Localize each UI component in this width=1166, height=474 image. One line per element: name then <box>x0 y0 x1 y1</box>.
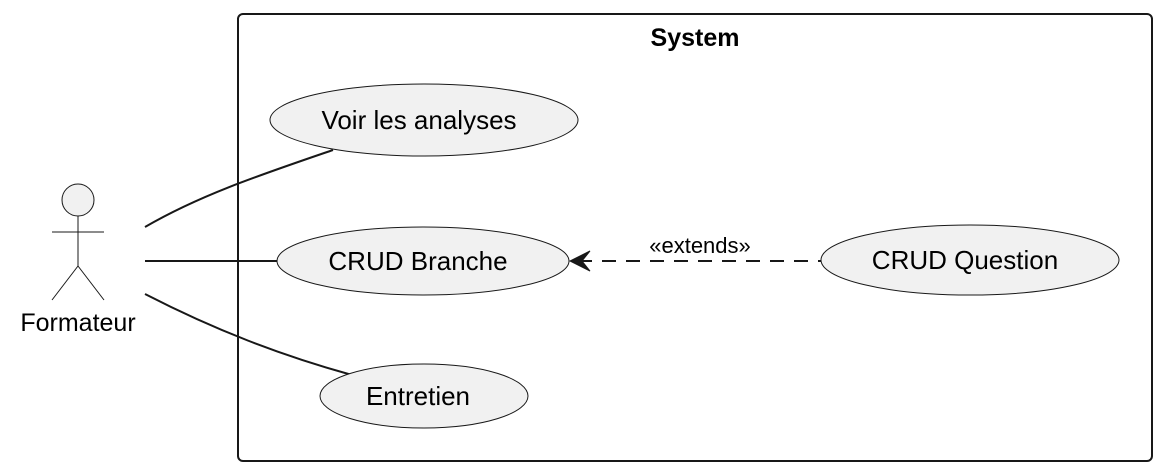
association-entretien <box>144 293 353 376</box>
actor-right-leg <box>77 265 105 301</box>
use-case-entretien: Entretien <box>319 363 529 429</box>
use-case-crud-question: CRUD Question <box>820 224 1120 296</box>
boundary-title: System <box>651 24 740 52</box>
association-voir <box>144 149 334 228</box>
use-case-voir-les-analyses: Voir les analyses <box>269 83 579 157</box>
actor-head <box>61 183 95 217</box>
use-case-label: Entretien <box>366 381 470 411</box>
actor-label: Formateur <box>20 309 135 337</box>
use-case-ellipse <box>319 363 529 429</box>
use-case-crud-branche: CRUD Branche <box>276 226 570 296</box>
extends-arrowhead <box>568 250 591 272</box>
actor-formateur: Formateur <box>20 183 136 337</box>
use-case-ellipse <box>820 224 1120 296</box>
use-case-label: CRUD Branche <box>328 246 507 276</box>
actor-left-leg <box>51 265 79 301</box>
use-case-ellipse <box>276 226 570 296</box>
use-case-label: CRUD Question <box>872 245 1058 275</box>
use-case-label: Voir les analyses <box>321 105 516 135</box>
use-case-ellipse <box>269 83 579 157</box>
extends-label: «extends» <box>649 233 751 258</box>
